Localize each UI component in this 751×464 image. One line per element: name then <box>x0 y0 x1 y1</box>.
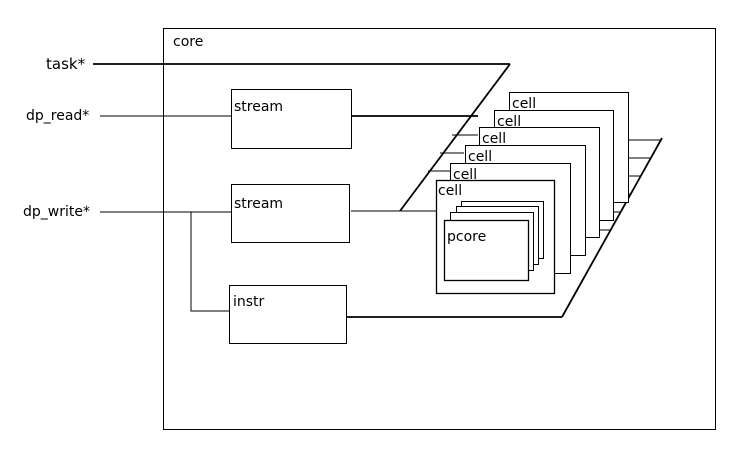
dp-read-input-label: dp_read* <box>26 108 89 124</box>
cell-label: cell <box>497 114 521 130</box>
instr-label: instr <box>233 294 265 310</box>
cell-stack: cell cell cell cell cell cell pcore <box>435 92 629 295</box>
cell-label: cell <box>512 96 536 112</box>
stream-read-block <box>231 89 352 149</box>
pcore-box-front <box>443 219 530 282</box>
stream-read-label: stream <box>234 99 283 115</box>
stream-write-block <box>231 184 350 243</box>
pcore-label: pcore <box>447 229 486 245</box>
stream-write-label: stream <box>234 196 283 212</box>
cell-label-front: cell <box>438 183 462 199</box>
task-input-label: task* <box>46 55 86 73</box>
cell-label: cell <box>453 167 477 183</box>
pcore-stack: pcore <box>443 201 544 282</box>
bus-parallelogram-edges <box>399 63 663 318</box>
dp-write-wire <box>100 211 231 312</box>
cell-label: cell <box>468 149 492 165</box>
instr-block <box>229 285 347 344</box>
core-label: core <box>173 34 203 50</box>
cell-label: cell <box>482 131 506 147</box>
dp-write-input-label: dp_write* <box>23 204 90 220</box>
